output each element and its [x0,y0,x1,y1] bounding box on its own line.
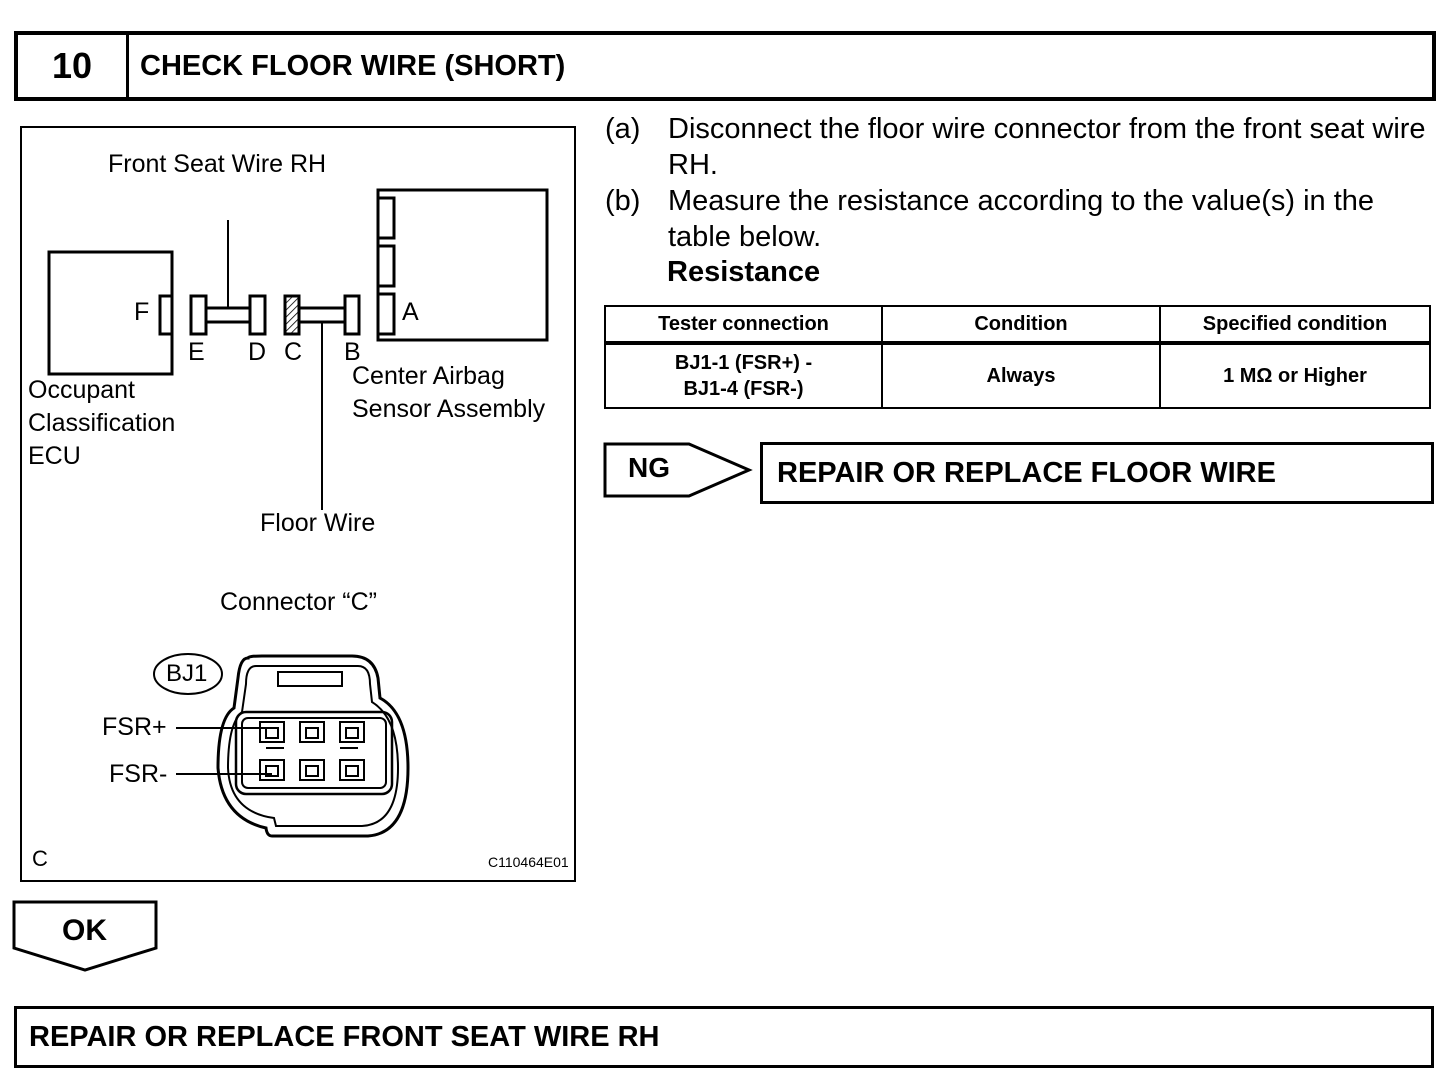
ng-action-box: REPAIR OR REPLACE FLOOR WIRE [760,442,1434,504]
instruction-b: (b) Measure the resistance according to … [605,183,1435,255]
resistance-title: Resistance [667,256,821,288]
wiring-figure: Front Seat Wire RH F E D C B A Occupant … [20,126,576,882]
instruction-a-text: Disconnect the floor wire connector from… [668,113,1426,181]
table-row: BJ1-1 (FSR+) - BJ1-4 (FSR-) Always 1 MΩ … [604,342,1431,409]
ecu-label-line3: ECU [28,442,81,470]
ok-action-text: REPAIR OR REPLACE FRONT SEAT WIRE RH [29,1021,660,1053]
ok-action-box: REPAIR OR REPLACE FRONT SEAT WIRE RH [14,1006,1434,1068]
floor-wire-label: Floor Wire [260,509,376,537]
airbag-label-line1: Center Airbag [352,362,505,390]
pin-label-fsr-minus: FSR- [109,760,168,788]
letter-c: C [284,338,303,366]
letter-f: F [134,298,150,326]
connector-title: Connector “C” [220,588,377,616]
instruction-a: (a) Disconnect the floor wire connector … [605,111,1435,183]
instruction-a-label: (a) [605,113,641,145]
connector-e [189,294,208,336]
ng-action-text: REPAIR OR REPLACE FLOOR WIRE [777,457,1276,489]
corner-letter: C [32,846,48,871]
col-header-condition: Condition [881,305,1161,345]
bj1-oval [153,653,223,695]
col-header-specified: Specified condition [1159,305,1431,345]
pin-label-fsr-plus: FSR+ [102,713,167,741]
wiring-diagram [47,188,549,838]
ng-label: NG [628,452,670,483]
front-seat-wire-label: Front Seat Wire RH [108,150,327,178]
connection-line1: BJ1-1 (FSR+) - [674,352,813,374]
ecu-label-line1: Occupant [28,376,136,404]
airbag-label-line2: Sensor Assembly [352,395,546,423]
letter-b: B [344,338,361,366]
connector-a [376,292,396,336]
letter-a: A [402,298,419,326]
ecu-label-line2: Classification [28,409,176,437]
col-header-tester: Tester connection [604,305,883,345]
connector-pins [259,721,365,781]
cell-specified: 1 MΩ or Higher [1159,342,1431,409]
connector-d [248,294,267,336]
ng-arrow [603,442,753,498]
ok-arrow [12,900,158,972]
connector-id: BJ1 [166,660,208,687]
table-header-row: Tester connection Condition Specified co… [604,305,1431,345]
instruction-b-text: Measure the resistance according to the … [668,185,1375,253]
cell-tester-connection: BJ1-1 (FSR+) - BJ1-4 (FSR-) [604,342,883,409]
connector-face [216,654,410,838]
cell-condition: Always [881,342,1161,409]
ok-label: OK [62,914,107,947]
instruction-b-label: (b) [605,185,641,217]
letter-e: E [188,338,205,366]
step-number: 10 [18,35,129,97]
step-header: 10 CHECK FLOOR WIRE (SHORT) [14,31,1436,101]
spec-table: Tester connection Condition Specified co… [604,305,1431,409]
letter-d: D [248,338,267,366]
connection-line2: BJ1-4 (FSR-) [683,378,804,400]
connector-b [343,294,361,336]
connector-f [158,294,174,336]
connector-c [283,294,301,336]
figure-code: C110464E01 [488,854,569,870]
ecu-box [47,250,174,376]
step-title: CHECK FLOOR WIRE (SHORT) [140,50,566,82]
